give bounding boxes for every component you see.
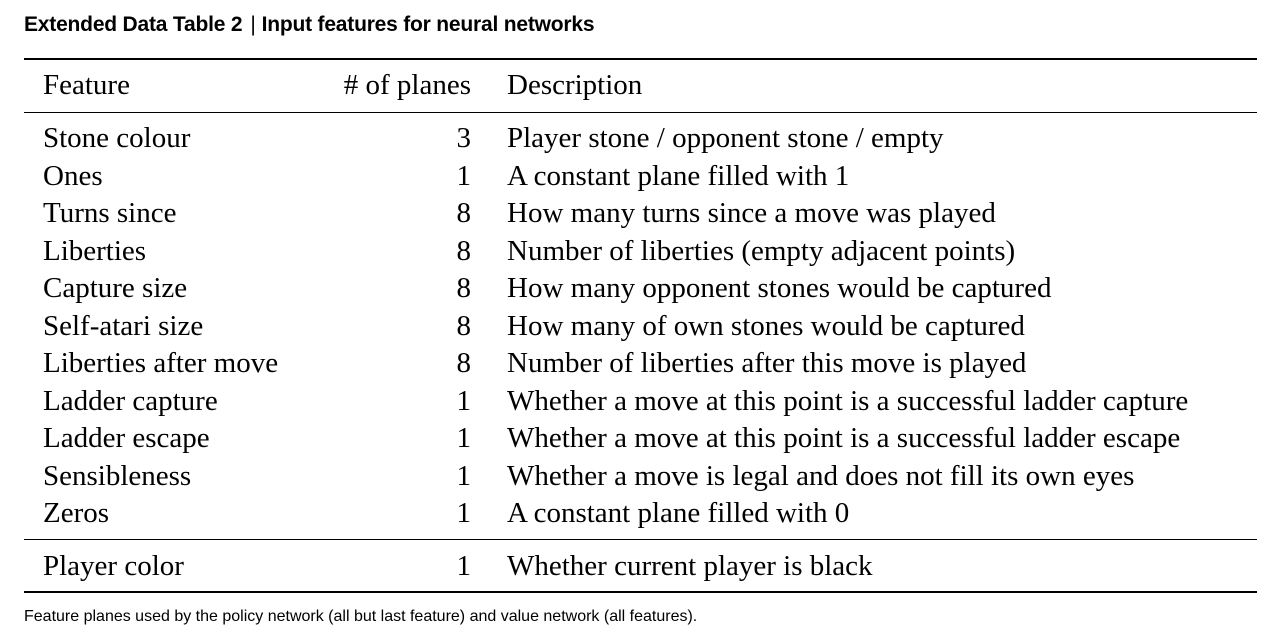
description-cell: Whether a move is legal and does not fil… (507, 459, 1135, 492)
group-rule (24, 539, 1257, 540)
feature-cell: Stone colour (43, 122, 191, 154)
planes-cell: 8 (456, 347, 472, 379)
planes-cell: 1 (456, 384, 472, 417)
feature-cell: Liberties (43, 234, 147, 267)
planes-cell: 8 (456, 234, 472, 267)
table-row: Ones 1 A constant plane filled with 1 (24, 158, 1257, 196)
planes-cell: 1 (456, 497, 472, 529)
header-description: Description (507, 69, 643, 101)
feature-cell: Ones (43, 159, 103, 192)
planes-cell: 1 (456, 459, 472, 492)
feature-cell: Turns since (43, 197, 177, 229)
table-row: Turns since 8 How many turns since a mov… (24, 195, 1257, 233)
planes-cell: 1 (456, 422, 472, 454)
header-planes: # of planes (343, 69, 471, 101)
header-rule (24, 112, 1257, 113)
description-cell: Player stone / opponent stone / empty (507, 122, 944, 154)
table-row: Sensibleness 1 Whether a move is legal a… (24, 458, 1257, 496)
table-row: Ladder capture 1 Whether a move at this … (24, 383, 1257, 421)
header-feature: Feature (43, 69, 130, 101)
feature-cell: Ladder capture (43, 384, 218, 417)
description-cell: Whether current player is black (507, 550, 873, 582)
feature-cell: Liberties after move (43, 347, 279, 379)
caption-label: Extended Data Table 2 (24, 13, 243, 36)
top-rule (24, 58, 1257, 60)
feature-cell: Zeros (43, 497, 110, 529)
table-row: Liberties after move 8 Number of liberti… (24, 345, 1257, 383)
description-cell: How many turns since a move was played (507, 197, 996, 229)
feature-cell: Player color (43, 550, 184, 582)
description-cell: Number of liberties (empty adjacent poin… (507, 234, 1016, 267)
table-row: Stone colour 3 Player stone / opponent s… (24, 120, 1257, 158)
feature-cell: Sensibleness (43, 459, 192, 492)
table-row: Player color 1 Whether current player is… (24, 548, 1257, 586)
description-cell: A constant plane filled with 0 (507, 497, 850, 529)
planes-cell: 1 (456, 550, 472, 582)
description-cell: How many opponent stones would be captur… (507, 272, 1052, 304)
description-cell: Number of liberties after this move is p… (507, 347, 1027, 379)
description-cell: A constant plane filled with 1 (507, 159, 850, 192)
table-row: Zeros 1 A constant plane filled with 0 (24, 495, 1257, 533)
table-header-row: Feature # of planes Description (24, 67, 1257, 105)
caption-separator: | (250, 13, 256, 36)
feature-cell: Capture size (43, 272, 188, 304)
table-row: Self-atari size 8 How many of own stones… (24, 308, 1257, 346)
bottom-rule (24, 591, 1257, 593)
planes-cell: 3 (456, 122, 472, 154)
table-footnote: Feature planes used by the policy networ… (24, 608, 698, 625)
description-cell: Whether a move at this point is a succes… (507, 422, 1181, 454)
table-row: Ladder escape 1 Whether a move at this p… (24, 420, 1257, 458)
planes-cell: 8 (456, 197, 472, 229)
table-caption: Extended Data Table 2 |Input features for… (24, 10, 595, 40)
description-cell: Whether a move at this point is a succes… (507, 384, 1189, 417)
planes-cell: 8 (456, 272, 472, 304)
table-row: Liberties 8 Number of liberties (empty a… (24, 233, 1257, 271)
feature-cell: Self-atari size (43, 309, 204, 342)
table-row: Capture size 8 How many opponent stones … (24, 270, 1257, 308)
feature-cell: Ladder escape (43, 422, 210, 454)
planes-cell: 1 (456, 159, 472, 192)
planes-cell: 8 (456, 309, 472, 342)
caption-title: Input features for neural networks (261, 13, 595, 36)
description-cell: How many of own stones would be captured (507, 309, 1025, 342)
